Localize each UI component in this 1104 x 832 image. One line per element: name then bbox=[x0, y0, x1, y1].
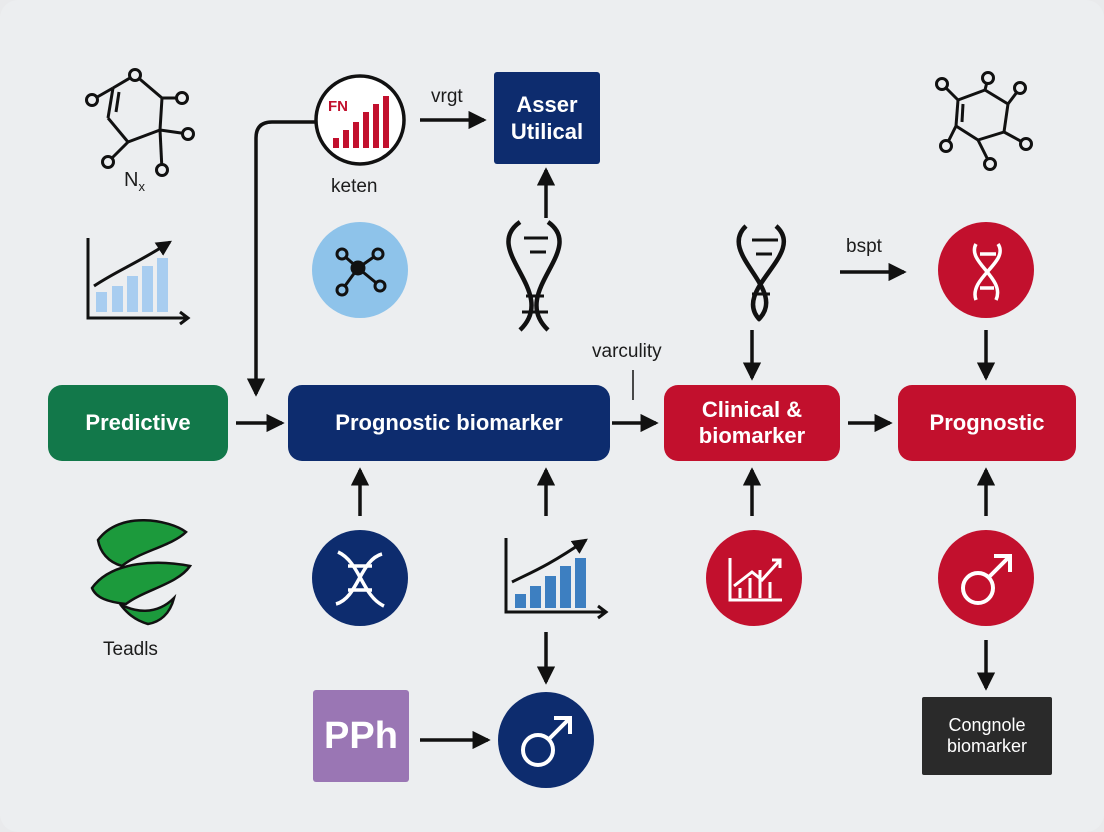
asser-label-line1: Asser bbox=[516, 92, 578, 117]
bspt-label: bspt bbox=[846, 236, 882, 257]
prognostic-label: Prognostic bbox=[929, 410, 1045, 435]
network-icon bbox=[312, 222, 408, 318]
dna-icon bbox=[506, 220, 562, 332]
bar-chart-icon bbox=[86, 238, 191, 326]
trend-chart-icon bbox=[504, 538, 609, 620]
asser-utilical-node[interactable]: Asser Utilical bbox=[494, 72, 600, 164]
molecule-icon bbox=[935, 71, 1033, 171]
nx-base: N bbox=[124, 169, 139, 191]
teadls-label: Teadls bbox=[103, 639, 158, 660]
pph-label: PPh bbox=[324, 714, 398, 757]
male-symbol-icon bbox=[938, 530, 1034, 626]
nx-label: Nx bbox=[124, 169, 145, 194]
prognostic-node[interactable]: Prognostic bbox=[898, 385, 1076, 461]
fn-label: FN bbox=[328, 98, 348, 115]
male-symbol-icon bbox=[498, 692, 594, 788]
predictive-label: Predictive bbox=[85, 410, 191, 435]
clinical-biomarker-node[interactable]: Clinical & biomarker bbox=[664, 385, 840, 461]
clinical-label-line1: Clinical & bbox=[701, 397, 803, 422]
molecule-icon bbox=[85, 68, 195, 177]
predictive-node[interactable]: Predictive bbox=[48, 385, 228, 461]
clinical-label-line2: biomarker bbox=[698, 423, 806, 448]
prognostic-biomarker-node[interactable]: Prognostic biomarker bbox=[288, 385, 610, 461]
nx-subscript: x bbox=[138, 179, 145, 194]
ribbon-icon bbox=[90, 519, 193, 626]
connector bbox=[246, 120, 316, 397]
congnole-label-line1: Congnole bbox=[948, 715, 1026, 735]
dna-icon bbox=[312, 530, 408, 626]
congnole-biomarker-node[interactable]: Congnole biomarker bbox=[922, 697, 1052, 775]
trend-chart-icon bbox=[706, 530, 802, 626]
prognostic-biomarker-label: Prognostic biomarker bbox=[335, 410, 563, 435]
asser-label-line2: Utilical bbox=[510, 119, 584, 144]
vrgt-label: vrgt bbox=[431, 86, 463, 107]
dna-icon bbox=[736, 224, 786, 322]
pph-node[interactable]: PPh bbox=[313, 690, 409, 782]
congnole-label-line2: biomarker bbox=[946, 736, 1028, 756]
keten-label: keten bbox=[331, 176, 378, 197]
dna-icon bbox=[938, 222, 1034, 318]
fn-chart-icon bbox=[314, 74, 406, 166]
varculity-label: varculity bbox=[592, 341, 662, 362]
